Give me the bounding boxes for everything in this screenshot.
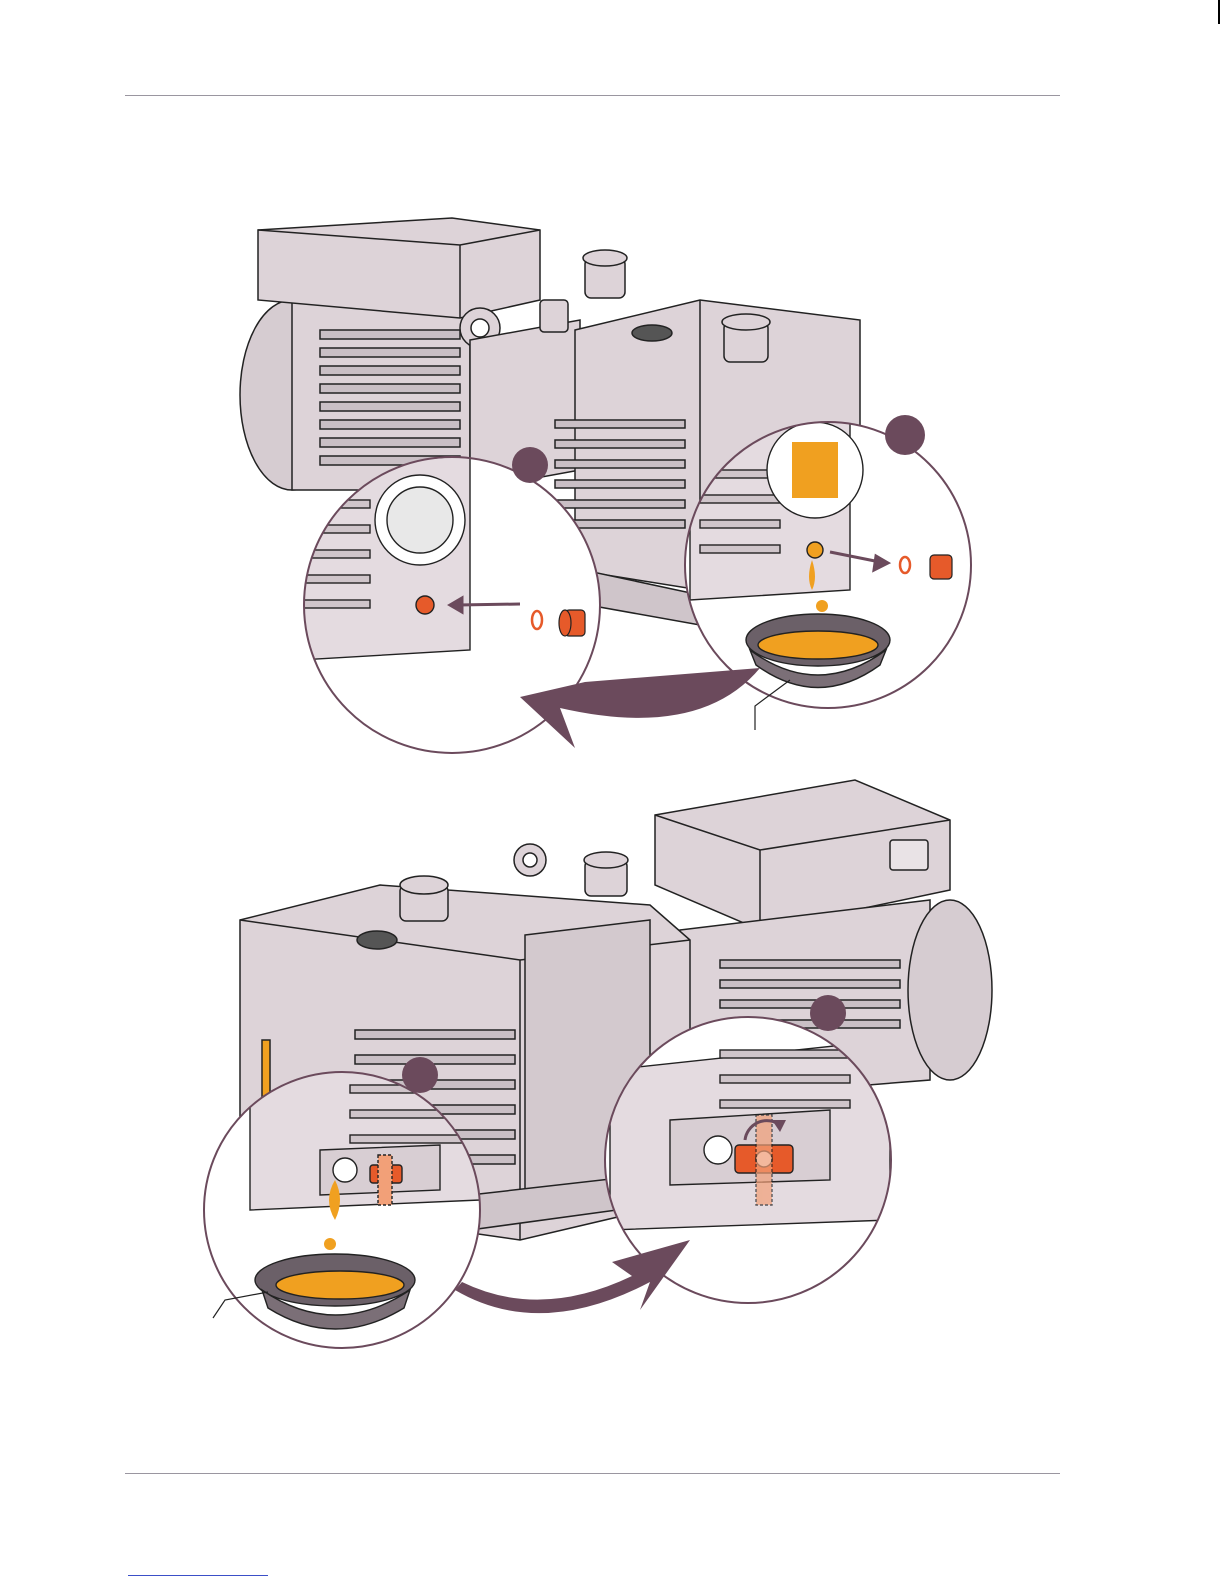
step-circle-1b	[885, 415, 925, 455]
step-circle-2a	[402, 1057, 438, 1093]
figure-2-transfer-arrow	[455, 1240, 690, 1313]
step-circle-1a	[512, 447, 548, 483]
step-circle-2b	[810, 995, 846, 1031]
